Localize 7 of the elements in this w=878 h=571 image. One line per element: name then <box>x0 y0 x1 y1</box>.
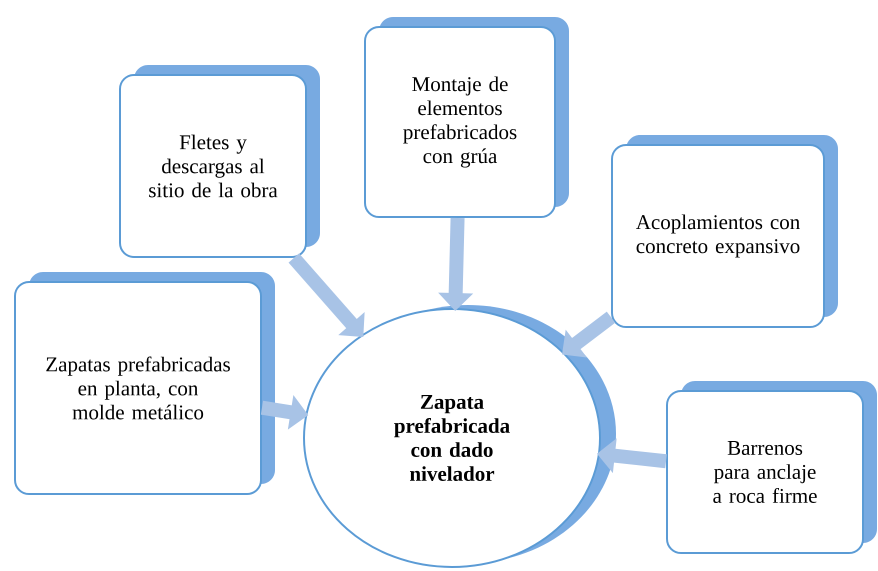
process-box: Montaje de elementos prefabricados con grúa <box>364 17 569 218</box>
block-arrow <box>562 312 616 358</box>
process-box: Barrenos para anclaje a roca firme <box>666 381 877 554</box>
circle-node: Zapata prefabricada con dado nivelador <box>303 305 616 568</box>
process-box: Acoplamientos con concreto expansivo <box>611 135 838 328</box>
process-box: Zapatas prefabricadas en planta, con molde metálico <box>14 272 275 495</box>
process-box: Fletes y descargas al sitio de la obra <box>119 65 320 258</box>
